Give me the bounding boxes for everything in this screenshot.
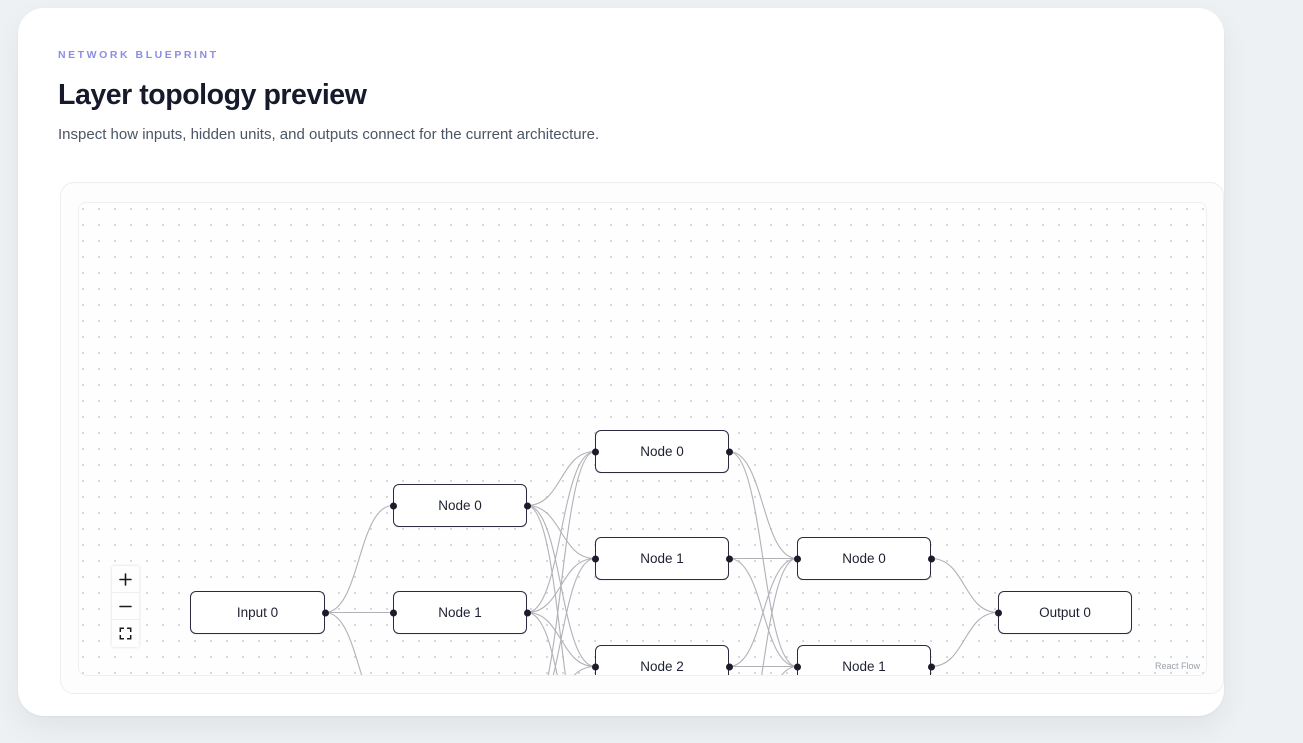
flow-node-in-0[interactable]: Input 0 (190, 591, 329, 634)
flow-node-label: Output 0 (1039, 604, 1091, 620)
fit-view-button[interactable] (112, 620, 139, 647)
flow-node-h2-1[interactable]: Node 1 (591, 537, 733, 580)
flow-edge[interactable] (324, 611, 393, 677)
node-handle-source[interactable] (523, 502, 531, 509)
page-card: NETWORK BLUEPRINT Layer topology preview… (18, 8, 1224, 716)
node-handle-target[interactable] (389, 502, 397, 509)
flow-node-out-0[interactable]: Output 0 (994, 591, 1132, 634)
flow-edge[interactable] (729, 557, 798, 677)
flow-node-h2-2[interactable]: Node 2 (591, 645, 733, 675)
flow-controls-panel[interactable] (112, 566, 139, 647)
flow-edge[interactable] (728, 557, 798, 668)
flow-node-label: Node 0 (438, 497, 482, 513)
flow-edge[interactable] (527, 665, 596, 677)
plus-icon (119, 572, 132, 586)
page-subtitle: Inspect how inputs, hidden units, and ou… (58, 126, 600, 143)
flow-edge[interactable] (728, 450, 798, 560)
node-handle-target[interactable] (793, 663, 801, 670)
flow-node-label: Node 0 (640, 443, 684, 459)
edge-layer (324, 450, 999, 677)
node-handle-source[interactable] (725, 555, 733, 562)
fit-view-icon (119, 627, 132, 640)
zoom-in-button[interactable] (112, 566, 139, 593)
node-handle-target[interactable] (994, 609, 1002, 616)
flow-edge[interactable] (526, 450, 596, 507)
zoom-out-button[interactable] (112, 593, 139, 620)
flow-node-label: Input 0 (236, 604, 279, 620)
flow-edge[interactable] (526, 450, 596, 614)
node-handle-source[interactable] (321, 609, 329, 616)
node-handle-source[interactable] (725, 663, 733, 670)
flow-edge[interactable] (527, 450, 596, 677)
node-handle-source[interactable] (927, 555, 935, 562)
flow-node-label: Node 1 (640, 550, 684, 566)
node-handle-target[interactable] (793, 555, 801, 562)
node-handle-source[interactable] (523, 609, 531, 616)
flow-edge[interactable] (527, 557, 596, 677)
minus-icon (119, 600, 132, 613)
node-handle-target[interactable] (389, 609, 397, 616)
flow-node-label: Node 1 (438, 604, 482, 620)
page-header: NETWORK BLUEPRINT Layer topology preview… (58, 48, 1184, 146)
flow-node-label: Node 1 (842, 658, 886, 674)
flow-node-h3-1[interactable]: Node 1 (793, 645, 935, 675)
flow-edge[interactable] (930, 557, 999, 614)
flow-node-h3-0[interactable]: Node 0 (793, 537, 935, 580)
eyebrow-label: NETWORK BLUEPRINT (58, 49, 219, 61)
page-title: Layer topology preview (58, 79, 367, 111)
flow-canvas[interactable]: Input 0 Node 0 Node 1 Node 2 Node 0 Node 1 Nod… (78, 202, 1207, 676)
flow-node-h1-0[interactable]: Node 0 (389, 484, 531, 527)
flow-canvas-shell: Input 0 Node 0 Node 1 Node 2 Node 0 Node 1 Nod… (60, 182, 1224, 694)
flow-node-label: Node 0 (842, 550, 886, 566)
react-flow-attribution[interactable]: React Flow (1154, 661, 1200, 671)
flow-node-label: Node 2 (640, 658, 684, 674)
node-handle-target[interactable] (591, 663, 599, 670)
flow-node-h1-1[interactable]: Node 1 (389, 591, 531, 634)
node-handle-source[interactable] (927, 663, 935, 670)
flow-graph: Input 0 Node 0 Node 1 Node 2 Node 0 Node 1 Nod… (79, 203, 1206, 675)
flow-edge[interactable] (729, 665, 798, 677)
node-handle-source[interactable] (725, 448, 733, 455)
flow-node-h2-0[interactable]: Node 0 (591, 430, 733, 473)
flow-edge[interactable] (526, 611, 595, 677)
node-handle-target[interactable] (591, 448, 599, 455)
node-handle-target[interactable] (591, 555, 599, 562)
flow-edge[interactable] (324, 504, 394, 614)
flow-edge[interactable] (930, 611, 999, 668)
